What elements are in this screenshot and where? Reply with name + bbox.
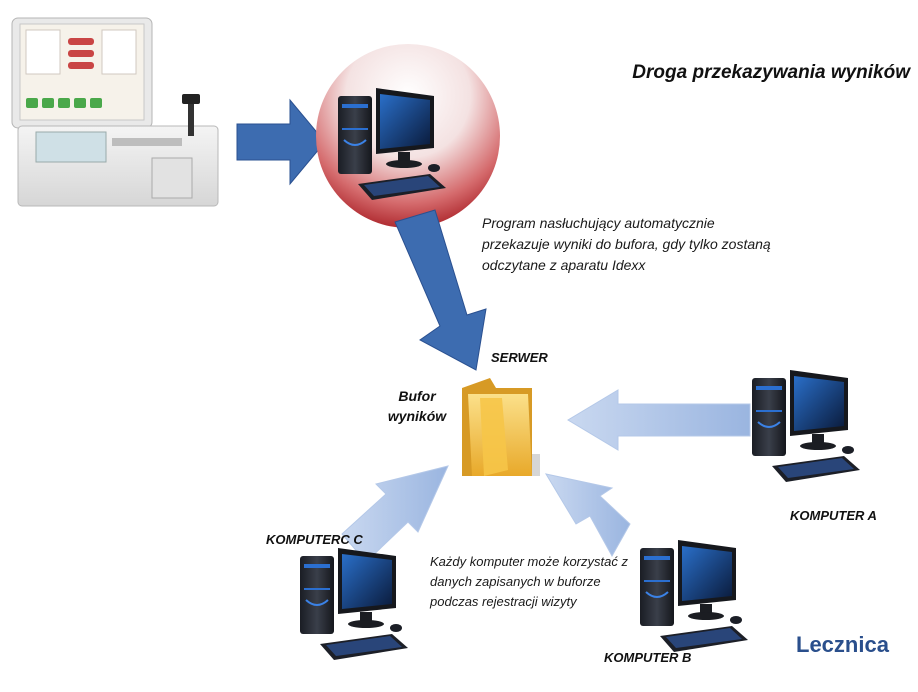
- computer-c-icon: [299, 547, 409, 661]
- arrow-computer-a-to-buffer: [567, 389, 751, 451]
- computer-a-icon: [751, 369, 861, 483]
- clinic-label: Lecznica: [796, 632, 889, 657]
- analyzer-device-icon: [11, 17, 219, 207]
- folder-icon: [462, 378, 540, 476]
- arrow-listener-to-buffer: [394, 209, 487, 371]
- arrow-computer-b-to-buffer: [544, 473, 631, 558]
- computers-note: Każdy komputer może korzystać z danych z…: [430, 554, 628, 609]
- computer-b-icon: [639, 539, 749, 653]
- computer-b-label: KOMPUTER B: [604, 650, 692, 665]
- buffer-label-line1: Bufor: [398, 388, 436, 404]
- diagram-title: Droga przekazywania wyników: [632, 62, 910, 83]
- listener-note: Program nasłuchujący automatycznie przek…: [482, 215, 771, 273]
- buffer-label-line2: wyników: [387, 408, 447, 424]
- computer-c-label: KOMPUTERC C: [266, 532, 363, 547]
- buffer-label: Bufor wyników: [378, 386, 456, 426]
- arrow-computer-c-to-buffer: [341, 465, 449, 563]
- arrow-device-to-listener: [236, 98, 326, 186]
- server-label: SERWER: [491, 350, 548, 365]
- computer-a-label: KOMPUTER A: [790, 508, 877, 523]
